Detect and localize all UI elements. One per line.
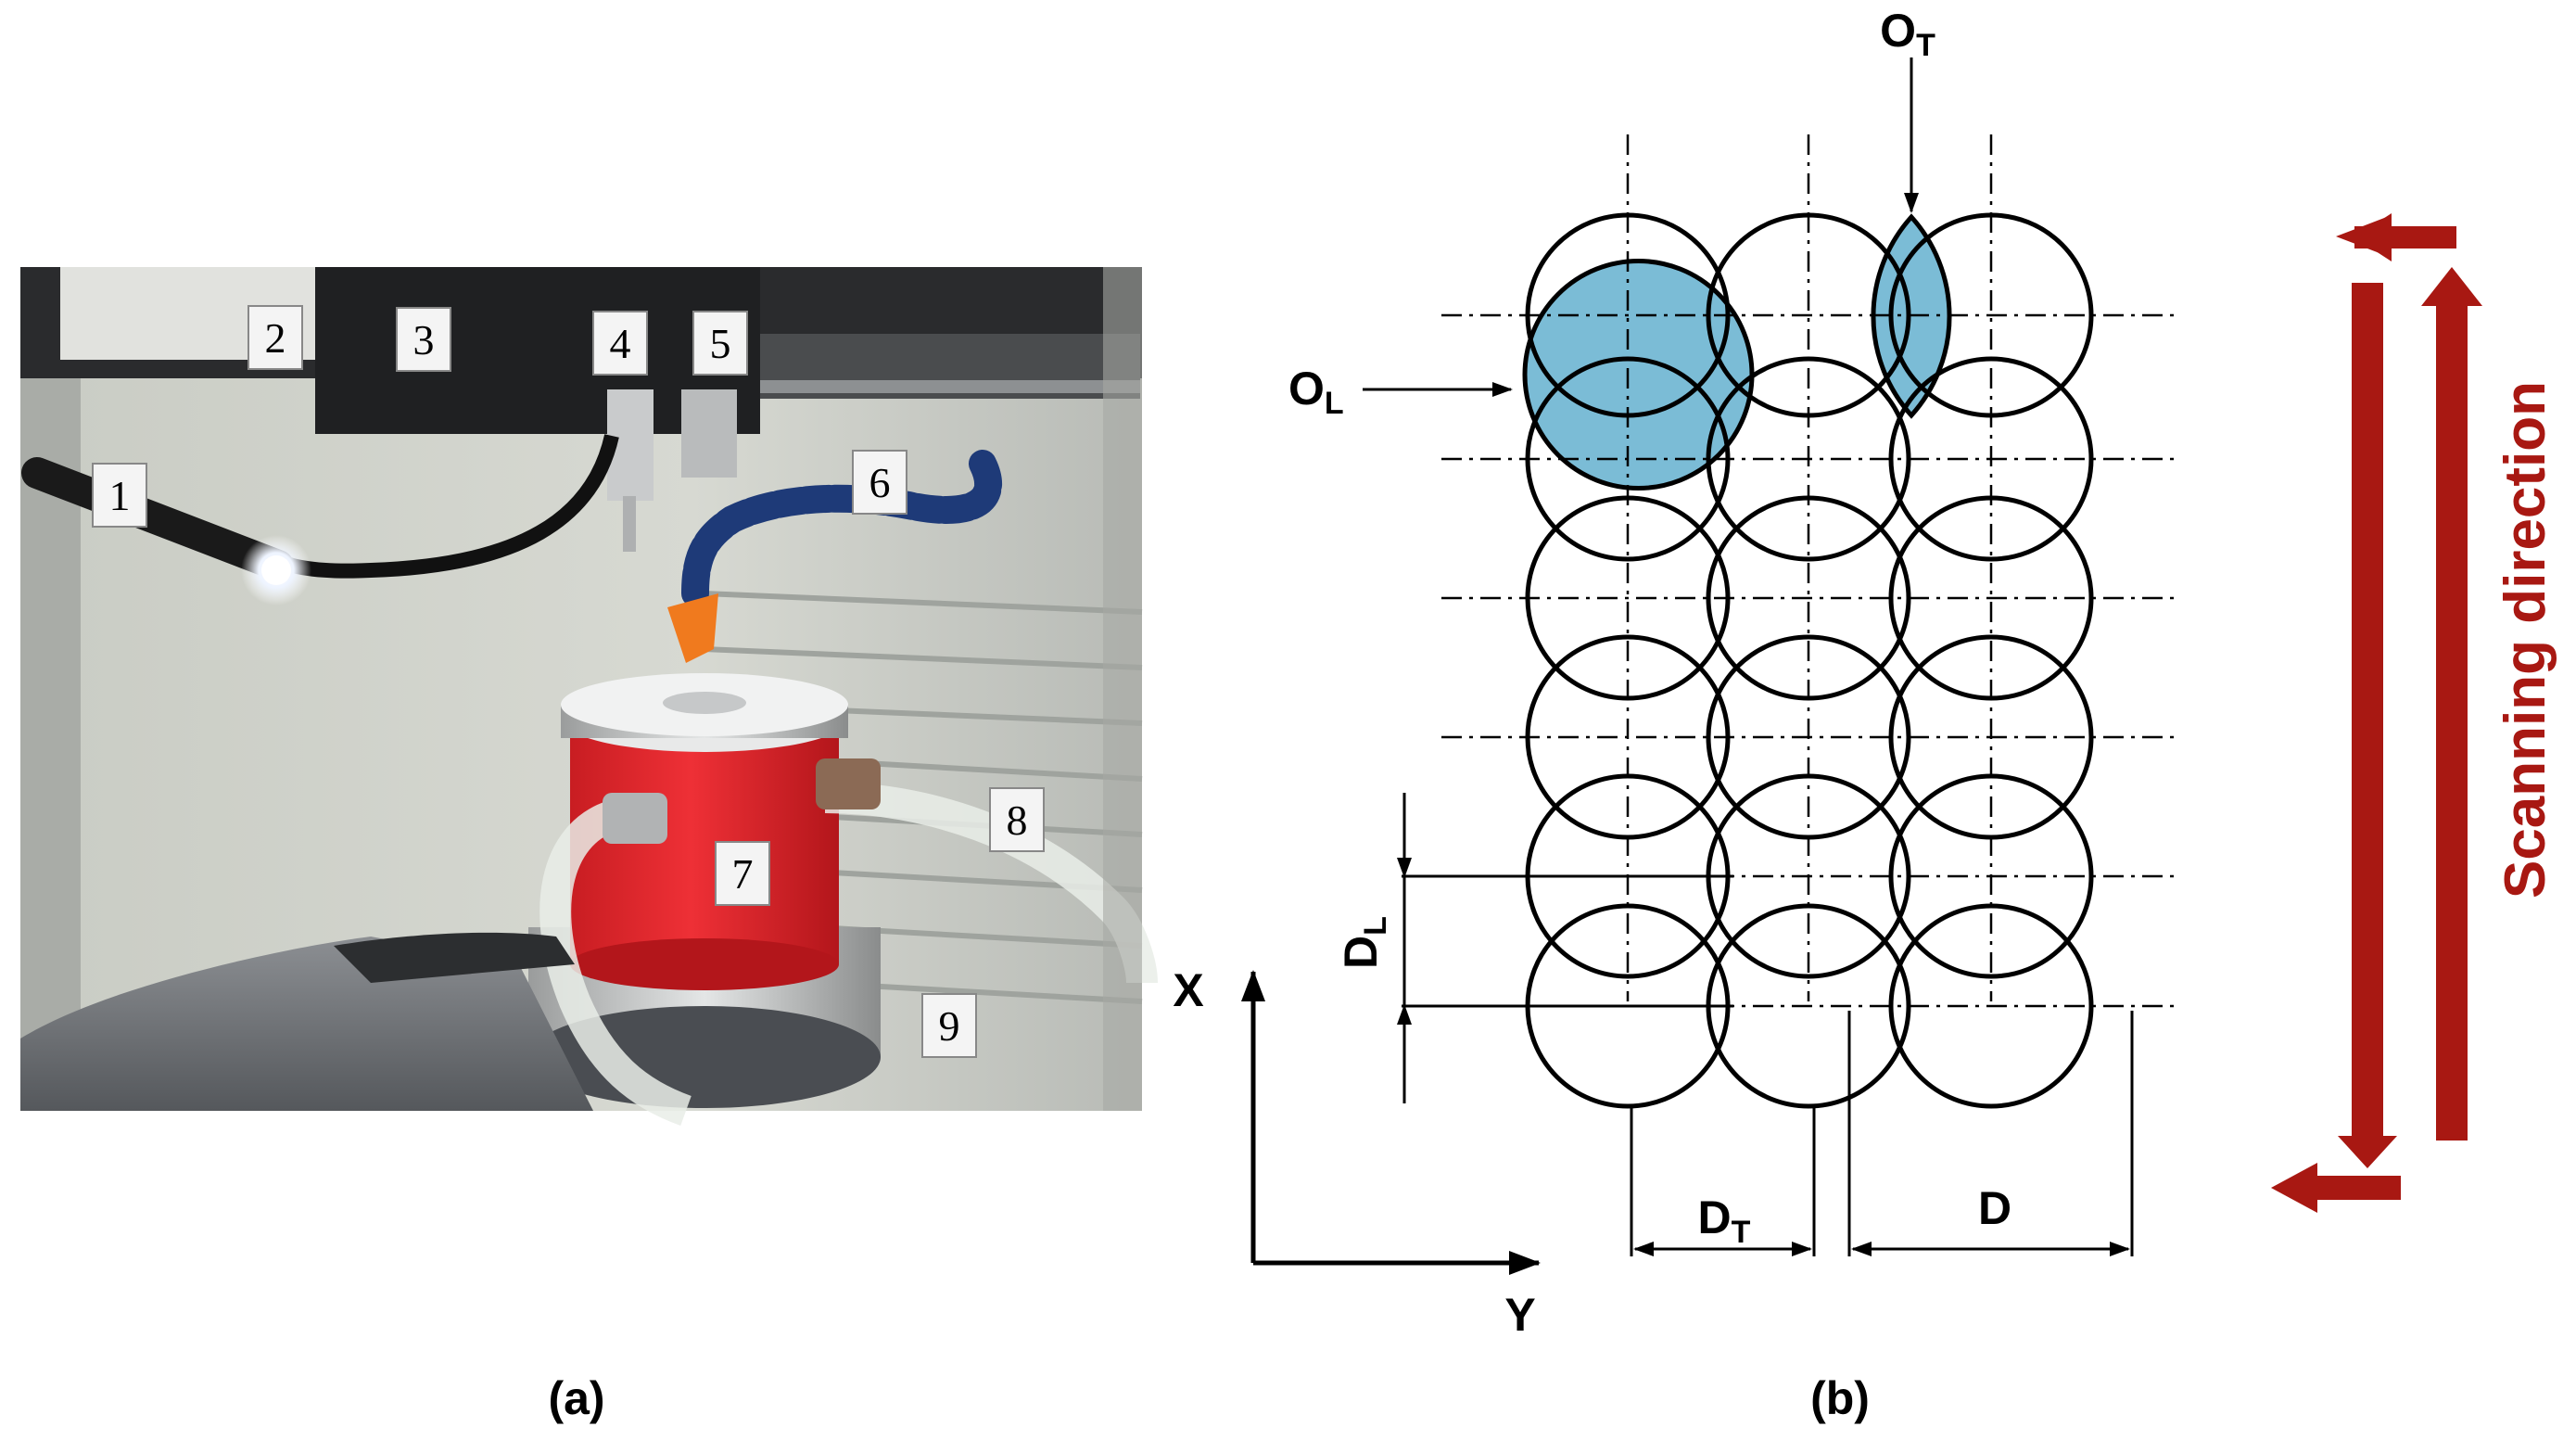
- svg-text:9: 9: [939, 1002, 960, 1050]
- ot-label: OT: [1880, 5, 1935, 63]
- scan-direction-label: Scanning direction: [2494, 381, 2557, 898]
- scan-overlap-diagram: OT OL DL DT D: [1173, 5, 2557, 1341]
- svg-text:8: 8: [1007, 796, 1028, 844]
- coolant-hose: [667, 450, 1002, 663]
- machine-photo: [20, 267, 1158, 1126]
- dl-dimension: [1397, 793, 1733, 1103]
- dt-dimension: [1630, 1108, 1816, 1256]
- callout-6: 6: [852, 450, 907, 515]
- lamp-arm: [21, 457, 311, 605]
- scan-direction-arrows: [2271, 213, 2482, 1213]
- svg-text:7: 7: [732, 850, 754, 898]
- photo-callouts: 1 2 3 4 5 6 7 8: [92, 305, 1045, 1058]
- svg-text:6: 6: [869, 459, 891, 506]
- d-label: D: [1978, 1182, 2011, 1234]
- d-dimension: [1847, 1011, 2134, 1256]
- callout-5: 5: [692, 311, 748, 376]
- dt-label: DT: [1698, 1192, 1751, 1250]
- svg-text:2: 2: [265, 314, 286, 362]
- panel-a-label: (a): [548, 1372, 604, 1424]
- callout-4: 4: [592, 311, 648, 376]
- ol-label: OL: [1288, 363, 1344, 421]
- callout-3: 3: [396, 307, 451, 372]
- x-axis-label: X: [1173, 964, 1203, 1016]
- svg-text:1: 1: [109, 472, 131, 519]
- callout-2: 2: [247, 305, 303, 370]
- svg-text:4: 4: [610, 320, 631, 367]
- dl-label: DL: [1335, 916, 1393, 969]
- xy-axes: [1241, 970, 1541, 1275]
- svg-text:5: 5: [710, 320, 731, 367]
- callout-7: 7: [715, 841, 770, 906]
- y-axis-label: Y: [1504, 1289, 1535, 1341]
- panel-b-label: (b): [1810, 1372, 1870, 1424]
- callout-9: 9: [921, 993, 977, 1058]
- longitudinal-overlap-lens: [1522, 259, 1755, 491]
- callout-1: 1: [92, 463, 147, 528]
- callout-8: 8: [989, 787, 1045, 852]
- svg-text:3: 3: [413, 316, 435, 363]
